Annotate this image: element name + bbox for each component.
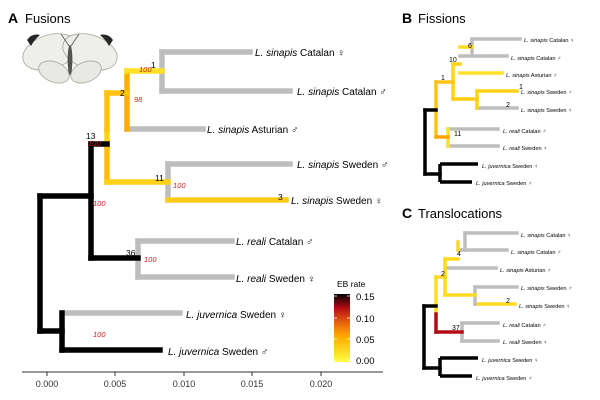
node-label: 11 (454, 131, 461, 138)
panel-c-letter: C (402, 205, 412, 221)
tip-label: L. juvernica Sweden ♀ (186, 310, 286, 321)
tip-label: L. sinapis Sweden ♀ (291, 196, 382, 207)
panel-a-letter: A (8, 10, 18, 26)
node-label: 2 (506, 298, 510, 305)
axis-tick-label: 0.015 (241, 379, 264, 389)
support-value: 100 (93, 330, 106, 339)
tip-label: L. reali Catalan ♂ (503, 129, 546, 135)
legend-colorbar (334, 294, 350, 362)
panel-b: B Fissions L. sinapis Catalan ♀ L. sinap… (402, 10, 574, 187)
support-value: 100 (93, 199, 106, 208)
panel-a-title: Fusions (25, 11, 71, 26)
panel-c-title: Translocations (418, 206, 503, 221)
axis-tick-label: 0.010 (173, 379, 196, 389)
tip-label: L. sinapis Sweden ♂ (297, 160, 388, 171)
tip-label: L. sinapis Asturian ♂ (506, 73, 557, 79)
tip-label: L. sinapis Catalan ♂ (511, 250, 561, 256)
support-value: 100 (144, 255, 157, 264)
legend-title: EB rate (337, 279, 366, 289)
tip-label: L. juvernica Sweden ♀ (482, 358, 538, 364)
legend-tick-label: 0.00 (356, 356, 375, 367)
legend-tick-label: 0.15 (356, 292, 375, 303)
node-label: 36 (126, 248, 136, 258)
node-label: 37 (452, 325, 460, 332)
tip-label: L. reali Sweden ♀ (503, 146, 547, 152)
legend-tick-label: 0.05 (356, 335, 375, 346)
tip-label: L. sinapis Sweden ♂ (521, 286, 572, 292)
tip-label: L. juvernica Sweden ♀ (482, 164, 538, 170)
panel-b-letter: B (402, 10, 412, 26)
support-value: 100 (173, 181, 186, 190)
tip-label: L. sinapis Catalan ♀ (524, 38, 574, 44)
tip-label: L. sinapis Sweden ♂ (521, 90, 572, 96)
node-label: 2 (120, 88, 125, 98)
butterfly-image (20, 28, 118, 88)
support-value: 100 (139, 65, 152, 74)
tree-translocations (422, 231, 519, 378)
node-label: 1 (151, 60, 156, 70)
tip-label: L. reali Sweden ♀ (236, 274, 315, 285)
legend-tick-label: 0.10 (356, 314, 375, 325)
x-axis: 0.000 0.005 0.010 0.015 0.020 (22, 371, 383, 389)
panel-b-title: Fissions (418, 11, 466, 26)
tip-label: L. sinapis Asturian ♂ (207, 125, 298, 136)
node-label: 1 (441, 75, 445, 82)
axis-tick-label: 0.020 (310, 379, 333, 389)
tip-label: L. juvernica Sweden ♂ (476, 376, 532, 382)
node-label: 11 (155, 173, 164, 183)
tip-label: L. sinapis Sweden ♀ (521, 108, 572, 114)
node-label: 10 (449, 57, 457, 64)
tip-label: L. juvernica Sweden ♂ (168, 347, 268, 358)
node-label: 3 (278, 192, 283, 202)
tip-label: L. reali Sweden ♀ (503, 340, 547, 346)
node-label: 4 (457, 251, 461, 258)
tip-label: L. juvernica Sweden ♂ (476, 181, 532, 187)
tip-label: L. sinapis Catalan ♀ (255, 48, 345, 59)
axis-tick-label: 0.005 (104, 379, 127, 389)
node-label: 1 (519, 84, 523, 91)
axis-tick-label: 0.000 (36, 379, 59, 389)
tree-fusions (37, 49, 293, 353)
tip-label: L. reali Catalan ♂ (236, 237, 314, 248)
panel-c: C Translocations L. sinapis Catalan ♀ L.… (402, 205, 572, 382)
panel-a: A Fusions L. sinapis Catalan ♀ L. sinapi… (8, 10, 388, 389)
tip-label: L. sinapis Catalan ♂ (297, 87, 387, 98)
tip-label: L. sinapis Catalan ♀ (521, 233, 571, 239)
eb-rate-legend: EB rate 0.15 0.10 0.05 0.00 (334, 279, 375, 367)
support-value: 100 (88, 139, 101, 148)
tip-label: L. sinapis Asturian ♂ (500, 268, 551, 274)
tree-fissions (423, 37, 522, 184)
node-label: 6 (468, 43, 472, 50)
tip-label: L. sinapis Catalan ♂ (511, 56, 561, 62)
node-label: 2 (506, 102, 510, 109)
tip-label: L. sinapis Sweden ♀ (519, 304, 570, 310)
support-value: 98 (134, 95, 143, 104)
tip-label: L. reali Catalan ♂ (503, 323, 546, 329)
node-label: 2 (441, 271, 445, 278)
node-label: 13 (86, 131, 96, 141)
